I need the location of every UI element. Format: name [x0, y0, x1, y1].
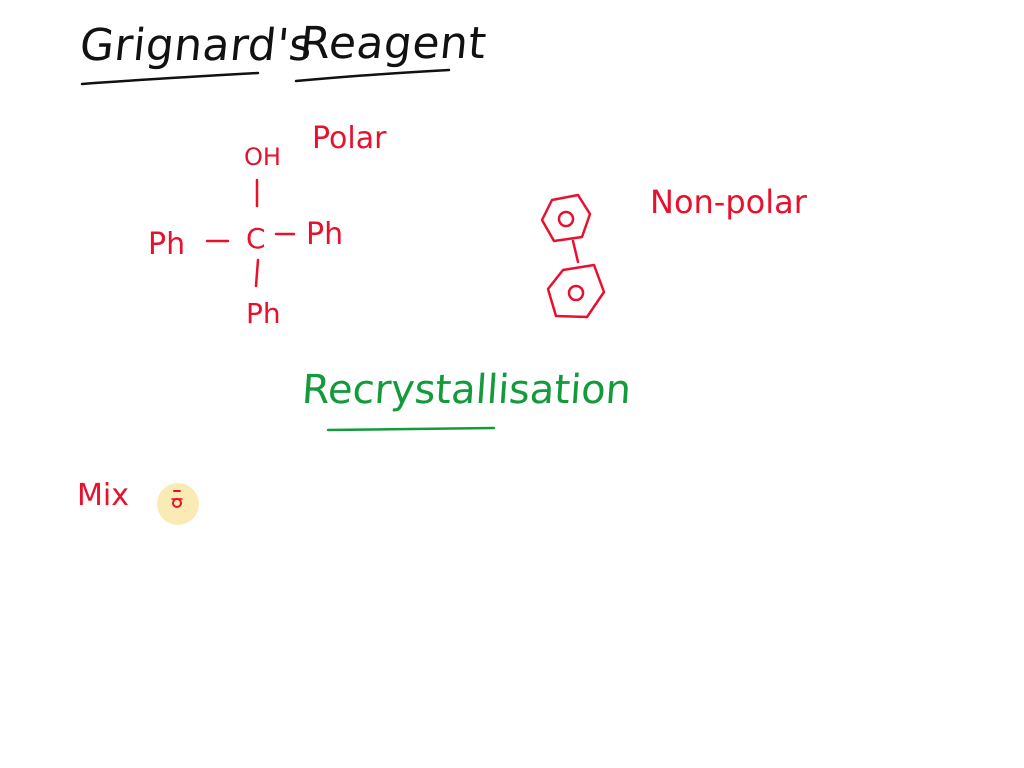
title-underline-right [294, 68, 451, 83]
bond-bottom [254, 258, 260, 288]
biphenyl-structure [540, 193, 606, 319]
atom-oh: OH [244, 143, 281, 171]
benzene-ring-top-inner-circle [557, 210, 575, 228]
benzene-ring-bottom-inner-circle [567, 284, 585, 302]
label-mix: Mix [77, 478, 129, 513]
title-reagent: Reagent [297, 18, 490, 69]
heading-recrystallisation: Recrystallisation [300, 367, 633, 413]
title-grignards: Grignard's [77, 20, 316, 71]
atom-ph-right: Ph [306, 217, 344, 252]
label-non-polar: Non-polar [650, 183, 807, 221]
atom-ph-left: Ph [148, 227, 186, 262]
benzene-ring-bottom [546, 263, 606, 319]
title-underline-left [80, 71, 260, 86]
atom-ph-bottom: Ph [246, 297, 281, 330]
pen-cursor-highlight [157, 483, 199, 525]
label-polar: Polar [312, 121, 387, 156]
benzene-ring-top [540, 193, 592, 243]
heading-underline [326, 426, 496, 432]
biphenyl-link [571, 239, 580, 264]
atom-central-carbon: C [246, 222, 266, 255]
